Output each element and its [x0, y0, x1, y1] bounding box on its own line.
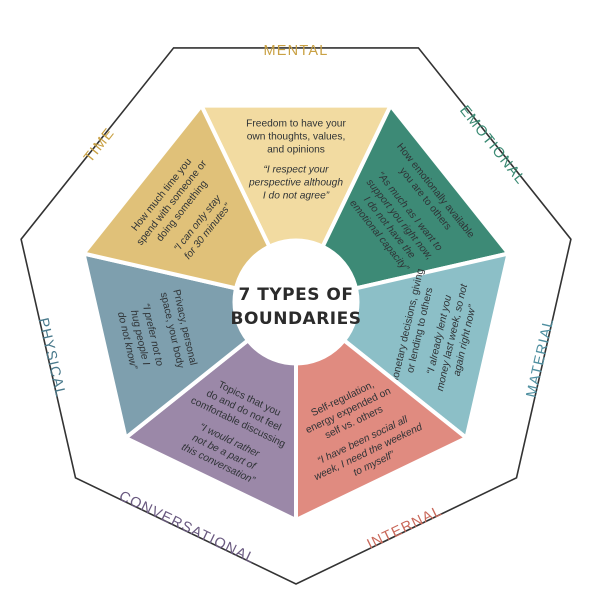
center-title-line2: BOUNDARIES [231, 309, 362, 329]
segment-description-mental: and opinions [267, 145, 325, 156]
segment-description-mental: own thoughts, values, [247, 132, 346, 143]
center-circle [232, 238, 360, 366]
label-mental: MENTAL [264, 43, 329, 59]
segment-quote-mental: perspective although [248, 178, 343, 189]
center-title-line1: 7 TYPES OF [239, 285, 354, 305]
segment-time [81, 103, 298, 304]
segment-quote-mental: “I respect your [263, 165, 329, 176]
segment-quote-mental: I do not agree” [263, 191, 330, 202]
segment-text-mental: Freedom to have your own thoughts, values… [246, 119, 346, 202]
segment-description-mental: Freedom to have your [246, 119, 346, 130]
